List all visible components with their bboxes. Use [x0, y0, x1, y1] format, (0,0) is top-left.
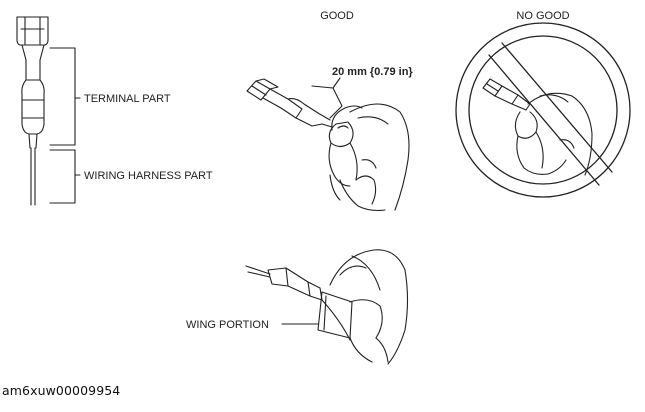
measurement-label: 20 mm {0.79 in}	[332, 66, 413, 78]
wing-portion-hand-illustration	[245, 249, 409, 365]
wiring-harness-bracket	[49, 149, 81, 204]
figure-id: am6xuw00009954	[2, 383, 121, 398]
wiring-harness-part-label: WIRING HARNESS PART	[84, 170, 213, 182]
good-label: GOOD	[320, 10, 354, 22]
good-hand-illustration	[246, 77, 410, 212]
no-good-hand-illustration	[455, 22, 631, 198]
wing-portion-label: WING PORTION	[186, 319, 269, 331]
terminal-wire-illustration	[16, 16, 49, 206]
terminal-part-bracket	[49, 47, 81, 146]
no-good-label: NO GOOD	[516, 10, 569, 22]
terminal-part-label: TERMINAL PART	[84, 93, 171, 105]
